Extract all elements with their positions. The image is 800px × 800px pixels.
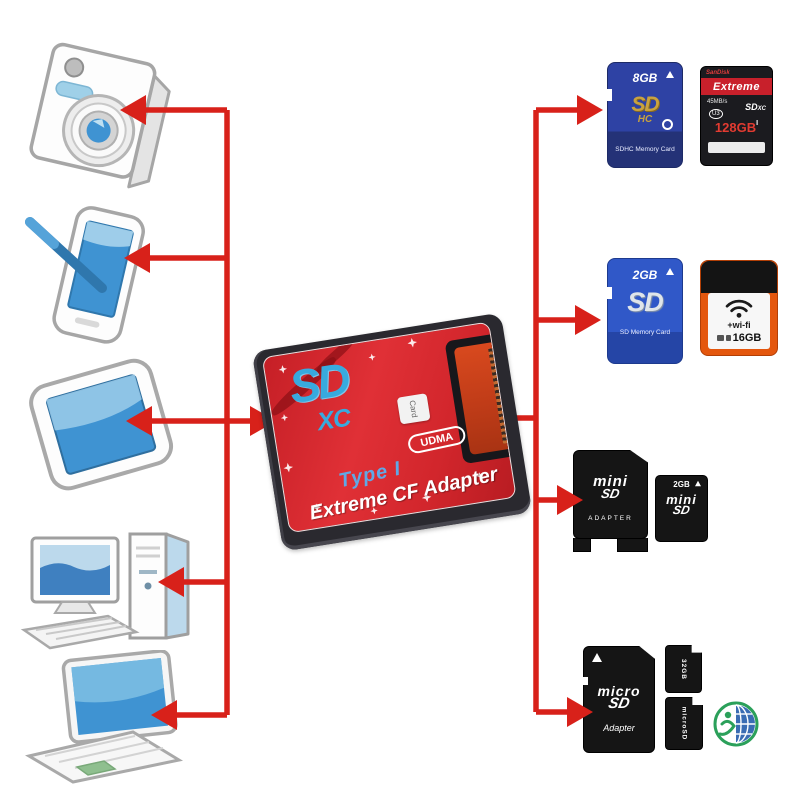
capacity-row: 16GB [716, 332, 762, 344]
microsd-marking: 32GB [679, 658, 687, 680]
sd-logo: SD [627, 287, 664, 317]
trackpad [75, 760, 117, 776]
minisd-card-2gb: 2GB mini SD [655, 475, 708, 542]
cf-adapter-face: SD XC Card UDMA Type I Extreme CF Adapte… [261, 321, 517, 534]
photo-frame-icon [29, 358, 174, 491]
speed-text: 45MB/s [707, 99, 728, 105]
extreme-band: Extreme [701, 78, 772, 95]
wifi-capacity: 16GB [732, 332, 762, 344]
device-desktop [20, 518, 200, 658]
sd8-caption: SDHC Memory Card [615, 146, 675, 153]
sdxc-logo-small: SDXC [745, 102, 766, 112]
adapter-caption: ADAPTER [588, 515, 633, 522]
card-slot-sticker: Card [396, 393, 431, 425]
globe-icon [713, 701, 759, 747]
device-camera [25, 32, 195, 197]
adapter-caption: Adapter [603, 723, 635, 733]
microsd-logo: micro SD [597, 683, 641, 712]
wifi-icon [725, 299, 753, 318]
class-mark-icon [725, 335, 731, 341]
brand-text: SanDisk [706, 70, 730, 76]
uhs-rating-icon: U3 [709, 109, 723, 119]
globe-logo [712, 700, 760, 748]
microsd-adapter: micro SD Adapter [583, 646, 655, 753]
sdhc-logo: SD HC [631, 93, 659, 125]
minisd-logo: mini SD [593, 473, 628, 501]
sd-card-extreme-128gb: SanDisk Extreme 45MB/s SDXC U3 128GBI [700, 66, 773, 166]
wifi-text: +wi-fi [727, 320, 751, 330]
speed-class-icon [662, 119, 673, 130]
sdhc-mark-icon [716, 335, 724, 341]
triangle-mark-icon [592, 653, 602, 662]
connector-sd-row1 [536, 95, 603, 125]
adapter-leg [617, 538, 648, 552]
wifi-label: +wi-fi 16GB [708, 293, 770, 349]
sd8-capacity: 8GB [632, 71, 658, 85]
sd-card-wifi-16gb: +wi-fi 16GB [700, 260, 778, 356]
device-laptop [15, 650, 195, 790]
adapter-leg [573, 538, 591, 552]
connector-sd-row2 [536, 305, 601, 335]
minisd-logo: mini SD [666, 492, 697, 517]
arrow-mark-icon [666, 268, 674, 275]
sdxc-logo-xc: XC [315, 403, 353, 437]
camera-icon [29, 42, 171, 189]
minisd-adapter: mini SD ADAPTER [573, 450, 648, 539]
pda-icon [25, 206, 145, 344]
sd2-capacity: 2GB [632, 268, 658, 282]
arrow-mark-icon [695, 480, 701, 487]
sd-card-8gb: 8GB SD HC SDHC Memory Card [607, 62, 683, 168]
lock-notch [607, 287, 612, 299]
sd-card-2gb: 2GB SD SD Memory Card [607, 258, 683, 364]
sd2-caption: SD Memory Card [619, 329, 671, 336]
sdxc-logo: SD XC [286, 352, 352, 437]
lock-notch [607, 89, 612, 101]
label-strip [708, 142, 765, 153]
lock-notch [583, 677, 588, 685]
microsd-card-2: microSD [665, 697, 703, 750]
device-pda [20, 198, 170, 353]
card-slot-sticker-text: Card [407, 399, 420, 419]
cf-adapter: SD XC Card UDMA Type I Extreme CF Adapte… [251, 312, 533, 552]
device-photo-frame [18, 358, 183, 498]
laptop-icon [25, 650, 184, 784]
card-top-band [701, 261, 777, 293]
microsd-card-1: 32GB [665, 645, 702, 693]
minisd-capacity: 2GB [673, 480, 690, 489]
extreme-capacity: 128GBI [714, 120, 759, 135]
desktop-icon [20, 532, 190, 650]
arrow-mark-icon [666, 71, 674, 78]
microsd-marking: microSD [680, 706, 688, 741]
